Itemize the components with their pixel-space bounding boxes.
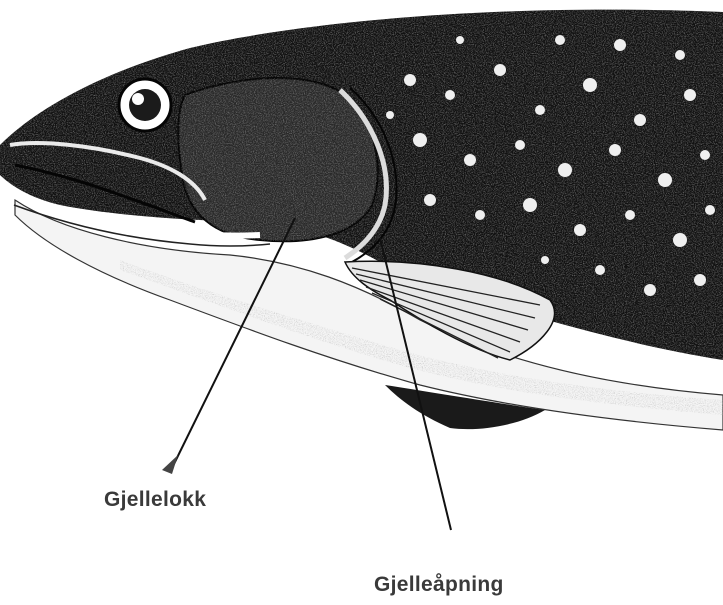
- gill-cover-texture: [178, 78, 377, 241]
- gill-cover-label: Gjellelokk: [104, 488, 206, 512]
- gill-cover-pointer-tip: [162, 455, 178, 474]
- gill-opening-label: Gjelleåpning: [374, 573, 504, 597]
- eye: [119, 79, 171, 131]
